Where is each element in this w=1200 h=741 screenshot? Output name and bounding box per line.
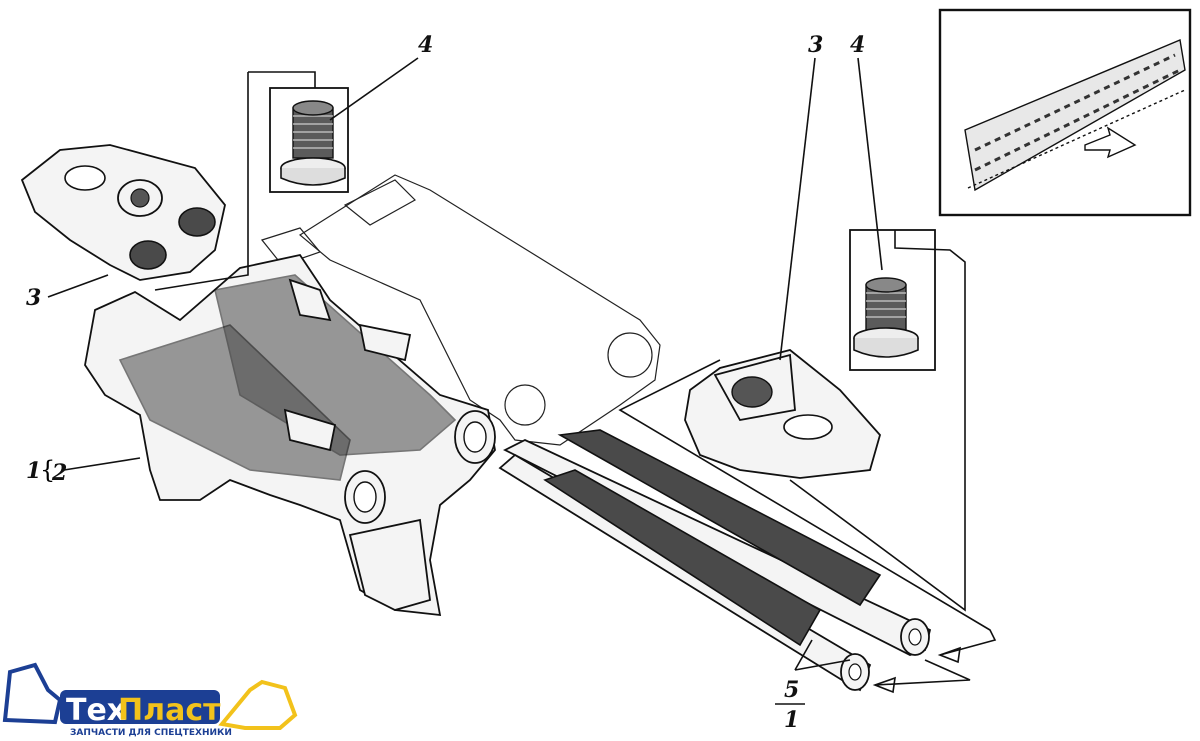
logo-tagline: ЗАПЧАСТИ ДЛЯ СПЕЦТЕХНИКИ bbox=[70, 728, 232, 738]
ghost-link-outline bbox=[260, 174, 661, 446]
techplast-logo: Тех Пласт ЗАПЧАСТИ ДЛЯ СПЕЦТЕХНИКИ bbox=[2, 662, 298, 738]
bolt-plate-right bbox=[684, 349, 882, 479]
track-pins bbox=[498, 429, 932, 692]
bolt-inset-left bbox=[269, 87, 349, 193]
label-part-3-right: 3 bbox=[808, 32, 823, 58]
bolt-plate-left bbox=[20, 144, 226, 281]
part-labels: 4 3 1 { 2 3 4 5 1 bbox=[26, 32, 865, 733]
label-part-5-denominator: 1 bbox=[784, 707, 799, 733]
logo-band bbox=[60, 690, 220, 724]
logo-brand-part1: Тех bbox=[66, 693, 126, 728]
label-part-4-right: 4 bbox=[850, 32, 865, 58]
brace-symbol: { bbox=[40, 456, 55, 484]
logo-brand-part2: Пласт bbox=[118, 693, 221, 728]
track-chain-inset bbox=[938, 8, 1192, 217]
leader-lines-right bbox=[618, 57, 997, 694]
label-part-2: 2 bbox=[51, 460, 67, 486]
leader-lines-left bbox=[47, 57, 419, 471]
excavator-logo-icon bbox=[2, 662, 63, 725]
bolt-inset-right bbox=[849, 229, 936, 371]
label-part-5-numerator: 5 bbox=[784, 677, 799, 703]
label-part-4-left: 4 bbox=[418, 32, 433, 58]
label-part-3-left: 3 bbox=[26, 285, 41, 311]
loader-logo-icon bbox=[218, 679, 298, 730]
track-link-body bbox=[84, 253, 496, 617]
label-part-1: 1 bbox=[26, 458, 41, 484]
